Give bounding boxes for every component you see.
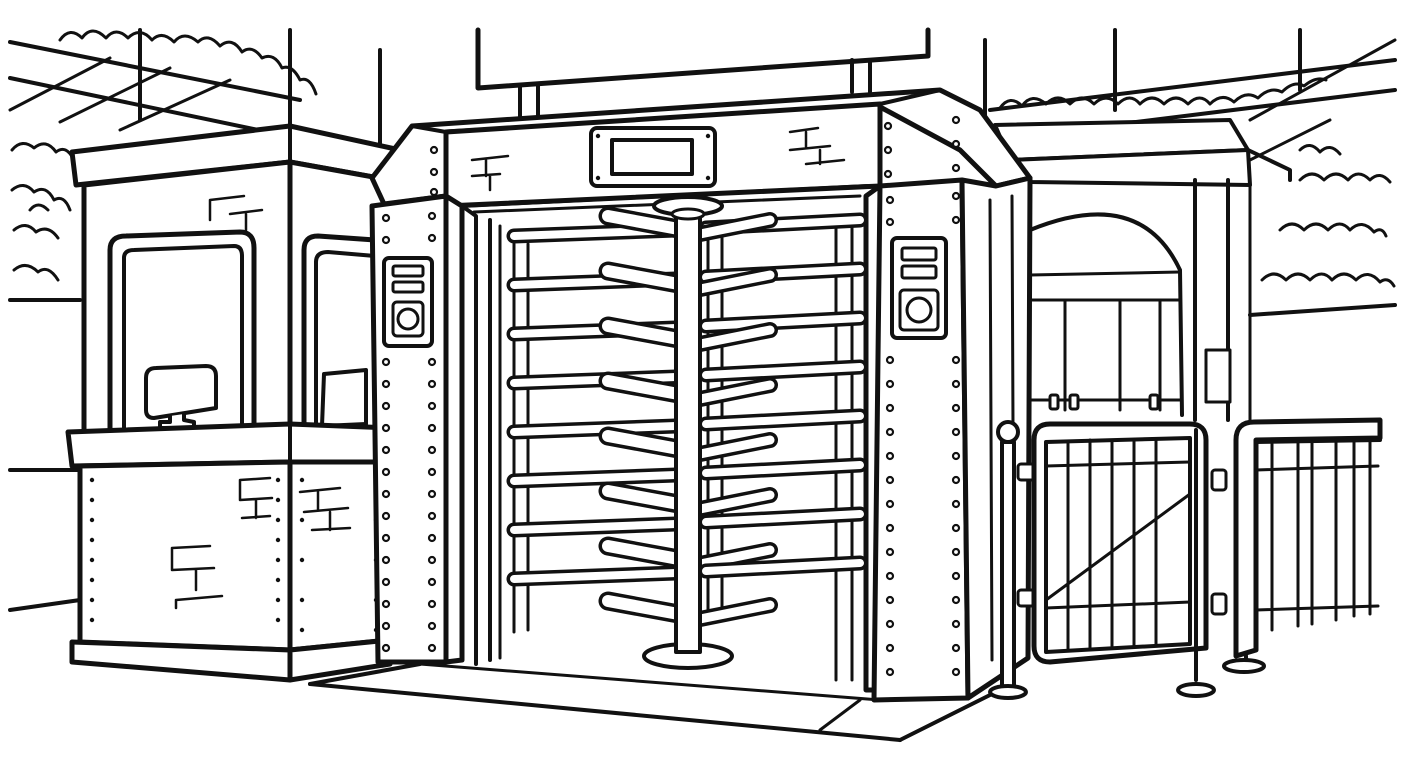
back-archway [993, 118, 1292, 422]
left-comb-arm-6-fill [510, 471, 680, 485]
left-comb-arm-5-fill [510, 422, 680, 436]
stadium-background [8, 27, 1397, 612]
right-comb-arm-3-fill [702, 314, 864, 330]
booth-side-screen [320, 368, 368, 428]
right-rotor-arm-4-fill [695, 380, 775, 404]
left-rotor-arm-8-fill [602, 595, 690, 621]
right-comb-arm-6-fill [702, 461, 864, 477]
right-rotor-arm-8-fill [695, 600, 775, 624]
left-rotor-arm-6-fill [602, 485, 690, 511]
card-reader-left [382, 256, 434, 348]
rotor-arms-right [692, 212, 868, 627]
booth-monitor [144, 364, 218, 430]
side-gate [988, 420, 1228, 700]
crowd-left [10, 29, 318, 282]
metal-fence [1222, 417, 1383, 674]
crowd-right [998, 77, 1396, 288]
right-rotor-arm-1-fill [695, 215, 775, 239]
brick-pattern [170, 194, 352, 610]
rotor-post [642, 195, 734, 670]
right-comb-arm-7-fill [702, 510, 864, 526]
left-comb-arm-4-fill [510, 373, 680, 387]
right-rotor-arm-3-fill [695, 325, 775, 349]
left-rotor-arm-7-fill [602, 540, 690, 566]
overhead-sign [475, 27, 931, 120]
right-rotor-arm-2-fill [695, 270, 775, 294]
right-rotor-arm-5-fill [695, 435, 775, 459]
left-rotor-arm-4-fill [602, 375, 690, 401]
card-reader-right [890, 236, 948, 340]
right-comb-arm-8-fill [702, 559, 864, 575]
left-rotor-arm-5-fill [602, 430, 690, 456]
right-comb-arm-4-fill [702, 363, 864, 379]
left-comb-arm-8-fill [510, 569, 680, 583]
left-rotor-arm-2-fill [602, 265, 690, 291]
left-rotor-arm-3-fill [602, 320, 690, 346]
left-comb-arm-7-fill [510, 520, 680, 534]
full-height-turnstile [369, 87, 1033, 703]
pillar-rivets [381, 115, 961, 677]
ticket-booth [65, 123, 403, 683]
floor [308, 662, 1002, 742]
wall-sign-plate [1204, 348, 1232, 404]
right-rotor-arm-6-fill [695, 490, 775, 514]
right-comb-arm-5-fill [702, 412, 864, 428]
left-rotor-arm-1-fill [602, 210, 690, 236]
right-rotor-arm-7-fill [695, 545, 775, 569]
header-display [589, 126, 717, 188]
rotor-arms-left [506, 206, 694, 625]
